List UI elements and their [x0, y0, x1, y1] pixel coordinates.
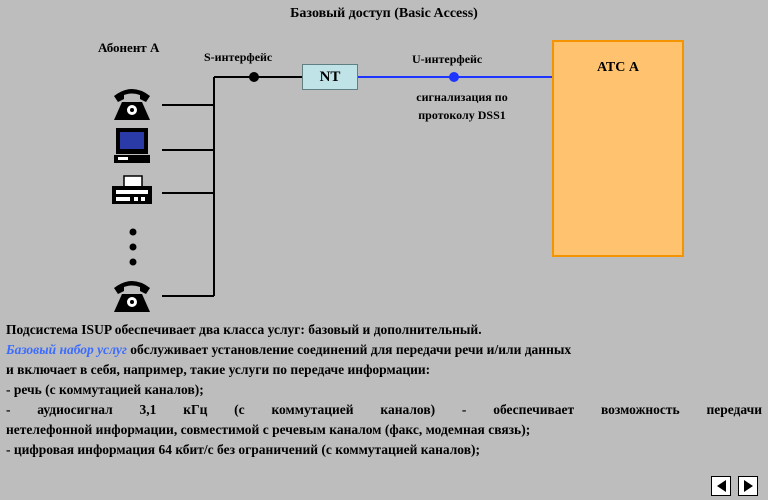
computer-icon [114, 128, 150, 163]
telephone-icon [114, 281, 150, 312]
text-line-2: Базовый набор услуг обслуживает установл… [6, 340, 762, 360]
ellipsis-dots [129, 228, 137, 266]
arrow-left-icon [716, 480, 726, 492]
next-slide-button[interactable] [738, 476, 758, 496]
previous-slide-button[interactable] [711, 476, 731, 496]
text-line-1: Подсистема ISUP обеспечивает два класса … [6, 322, 482, 337]
description-text: Подсистема ISUP обеспечивает два класса … [6, 320, 762, 460]
diagram-lines [112, 72, 552, 312]
basic-services-highlight: Базовый набор услуг [6, 342, 127, 357]
telephone-icon [114, 89, 150, 120]
text-line-5: - аудиосигнал 3,1 кГц (с коммутацией кан… [6, 402, 762, 417]
s-reference-point [249, 72, 259, 82]
basic-access-diagram: Базовый доступ (Basic Access) [98, 6, 684, 312]
subscriber-label: Абонент А [98, 40, 160, 55]
text-line-3: и включает в себя, например, такие услуг… [6, 362, 431, 377]
fax-icon [112, 175, 152, 204]
u-reference-point [449, 72, 459, 82]
diagram-title: Базовый доступ (Basic Access) [290, 6, 478, 21]
text-line-4: - речь (с коммутацией каналов); [6, 382, 204, 397]
u-interface-label: U-интерфейс [412, 52, 483, 66]
exchange-box: АТС А [552, 40, 684, 257]
signaling-label: сигнализация по протоколу DSS1 [416, 90, 508, 122]
s-interface-label: S-интерфейс [204, 50, 273, 64]
arrow-right-icon [743, 480, 753, 492]
text-line-2-rest: обслуживает установление соединений для … [126, 342, 572, 357]
text-line-6: нетелефонной информации, совместимой с р… [6, 422, 531, 437]
text-line-7: - цифровая информация 64 кбит/с без огра… [6, 442, 481, 457]
nt-box: NT [302, 64, 358, 90]
